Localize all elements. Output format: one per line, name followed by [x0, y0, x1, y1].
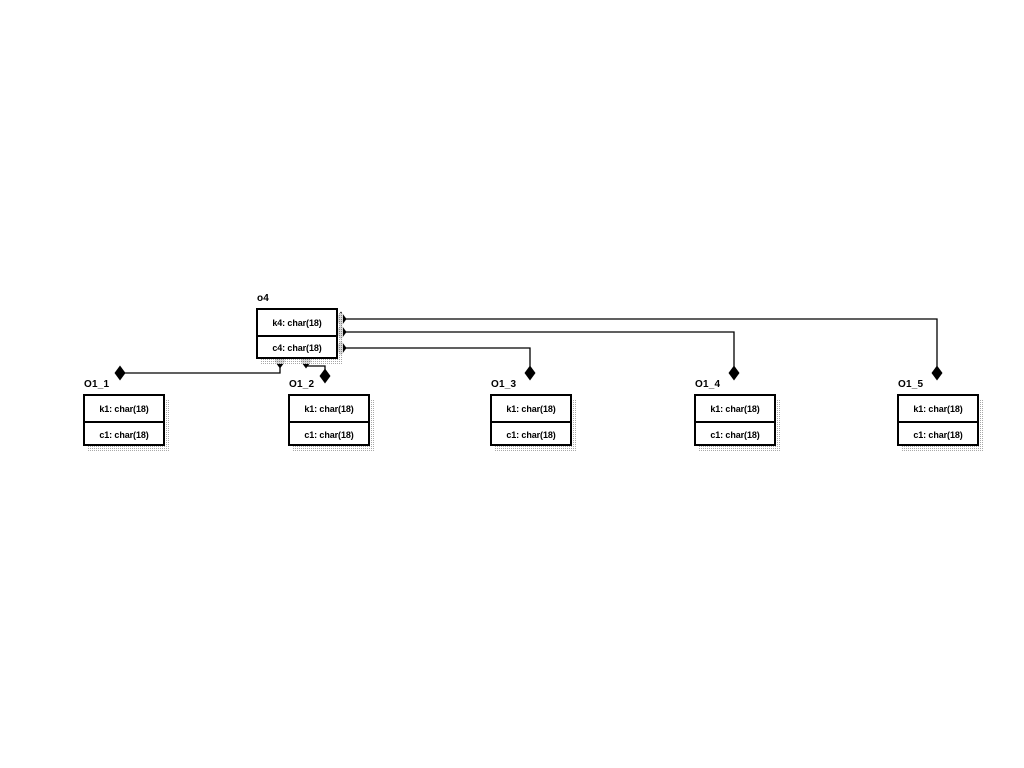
relationship-diamond-endpoint[interactable]: [319, 368, 331, 384]
entity-name-label: O1_1: [84, 379, 110, 390]
attribute-row-column: c1: char(18): [710, 430, 760, 440]
relationship-line[interactable]: [340, 318, 938, 371]
relationship-line[interactable]: [122, 359, 281, 374]
entity-name-label: O1_2: [289, 379, 315, 390]
attribute-divider: [258, 334, 336, 337]
entity-frame: k1: char(18) c1: char(18): [288, 394, 370, 446]
attribute-row-key: k1: char(18): [99, 404, 149, 414]
entity-o1_5[interactable]: O1_5 k1: char(18) c1: char(18): [897, 379, 984, 451]
entity-o1_3[interactable]: O1_3 k1: char(18) c1: char(18): [490, 379, 577, 451]
attribute-row-column: c1: char(18): [913, 430, 963, 440]
entity-frame: k1: char(18) c1: char(18): [490, 394, 572, 446]
relationship-diamond-endpoint[interactable]: [524, 365, 536, 381]
attribute-row-key: k1: char(18): [913, 404, 963, 414]
entity-o1_1[interactable]: O1_1 k1: char(18) c1: char(18): [83, 379, 170, 451]
entity-o1_4[interactable]: O1_4 k1: char(18) c1: char(18): [694, 379, 781, 451]
attribute-row-key: k1: char(18): [710, 404, 760, 414]
entity-frame: k1: char(18) c1: char(18): [694, 394, 776, 446]
relationship-line[interactable]: [340, 347, 531, 371]
attribute-row-key: k1: char(18): [304, 404, 354, 414]
relationship-diamond-endpoint[interactable]: [728, 365, 740, 381]
relationship-diamond-endpoint[interactable]: [114, 365, 126, 381]
entity-name-label: O1_5: [898, 379, 924, 390]
attribute-divider: [492, 421, 570, 423]
entity-name-label: o4: [257, 293, 270, 304]
attribute-row-column: c1: char(18): [99, 430, 149, 440]
entity-o4[interactable]: o4 k4: char(18) c4: char(18): [256, 293, 343, 364]
attribute-row-key: k4: char(18): [272, 317, 322, 328]
attribute-divider: [696, 421, 774, 423]
entity-name-label: O1_4: [695, 379, 721, 390]
attribute-divider: [85, 421, 163, 423]
entity-frame: k1: char(18) c1: char(18): [897, 394, 979, 446]
entity-name-label: O1_3: [491, 379, 517, 390]
attribute-row-key: k1: char(18): [506, 404, 556, 414]
attribute-row-column: c1: char(18): [506, 430, 556, 440]
relationship-diamond-endpoint[interactable]: [931, 365, 943, 381]
entity-frame: k1: char(18) c1: char(18): [83, 394, 165, 446]
relationship-line[interactable]: [340, 331, 735, 371]
attribute-row-column: c4: char(18): [272, 343, 322, 354]
entity-o1_2[interactable]: O1_2 k1: char(18) c1: char(18): [288, 379, 375, 451]
attribute-row-column: c1: char(18): [304, 430, 354, 440]
attribute-divider: [290, 421, 368, 423]
attribute-divider: [899, 421, 977, 423]
entity-frame: k4: char(18) c4: char(18): [256, 308, 338, 359]
